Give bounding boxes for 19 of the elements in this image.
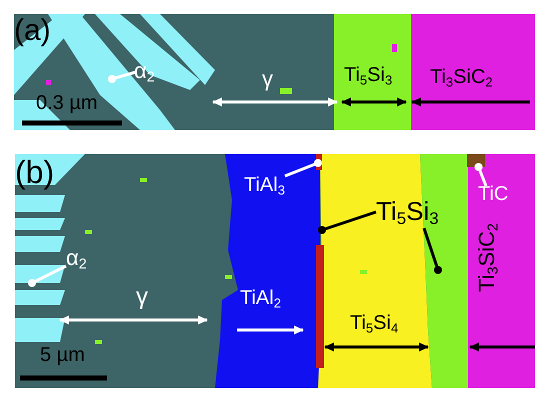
leader-line <box>108 70 136 84</box>
leader-line <box>318 210 376 234</box>
phase-label: Ti$_{5}$Si$_{3}$ <box>376 198 439 228</box>
phase-label: TiAl$_{3}$ <box>244 175 285 196</box>
leader-line <box>422 228 442 274</box>
scale-label: 0.3 µm <box>36 93 98 113</box>
phase-label: Ti$_{5}$Si$_{4}$ <box>350 313 398 334</box>
phase-label: Ti$_{5}$Si$_{3}$ <box>344 65 392 86</box>
leader-line <box>284 158 322 178</box>
panel-label: (b) <box>15 156 54 188</box>
leader-line <box>474 162 488 187</box>
phase-label: TiC <box>478 184 508 204</box>
grain-patch <box>467 154 485 167</box>
phase-label: γ <box>136 285 148 309</box>
phase-label: α$_{2}$ <box>66 247 87 272</box>
phase-label: γ <box>262 68 273 90</box>
phase-label: Ti$_{3}$SiC$_{2}$ <box>430 67 493 88</box>
scale-label: 5 µm <box>40 345 85 365</box>
phase-label: TiAl$_{2}$ <box>240 288 281 310</box>
